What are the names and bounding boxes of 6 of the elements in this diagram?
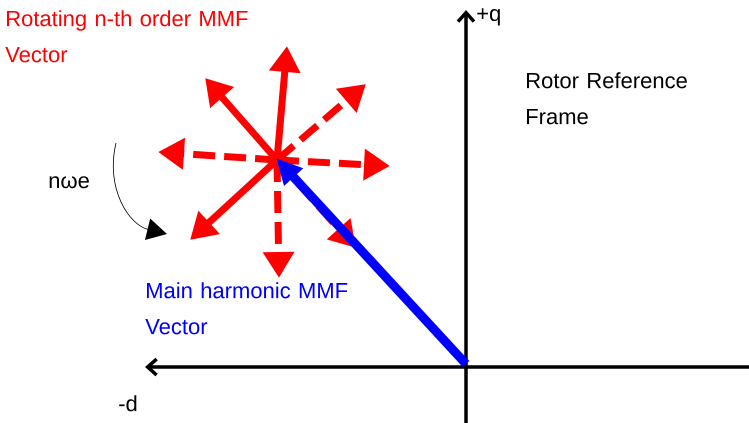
speed-label: nωe (50, 176, 89, 188)
vector-caption: Main harmonic MMF Vector (145, 282, 348, 334)
frame-caption: Rotor Reference Frame (527, 72, 687, 124)
vector-caption: Rotating n-th order MMF Vector (5, 10, 248, 62)
axis-label: +q (477, 8, 500, 26)
axis-label: -d (119, 395, 136, 412)
